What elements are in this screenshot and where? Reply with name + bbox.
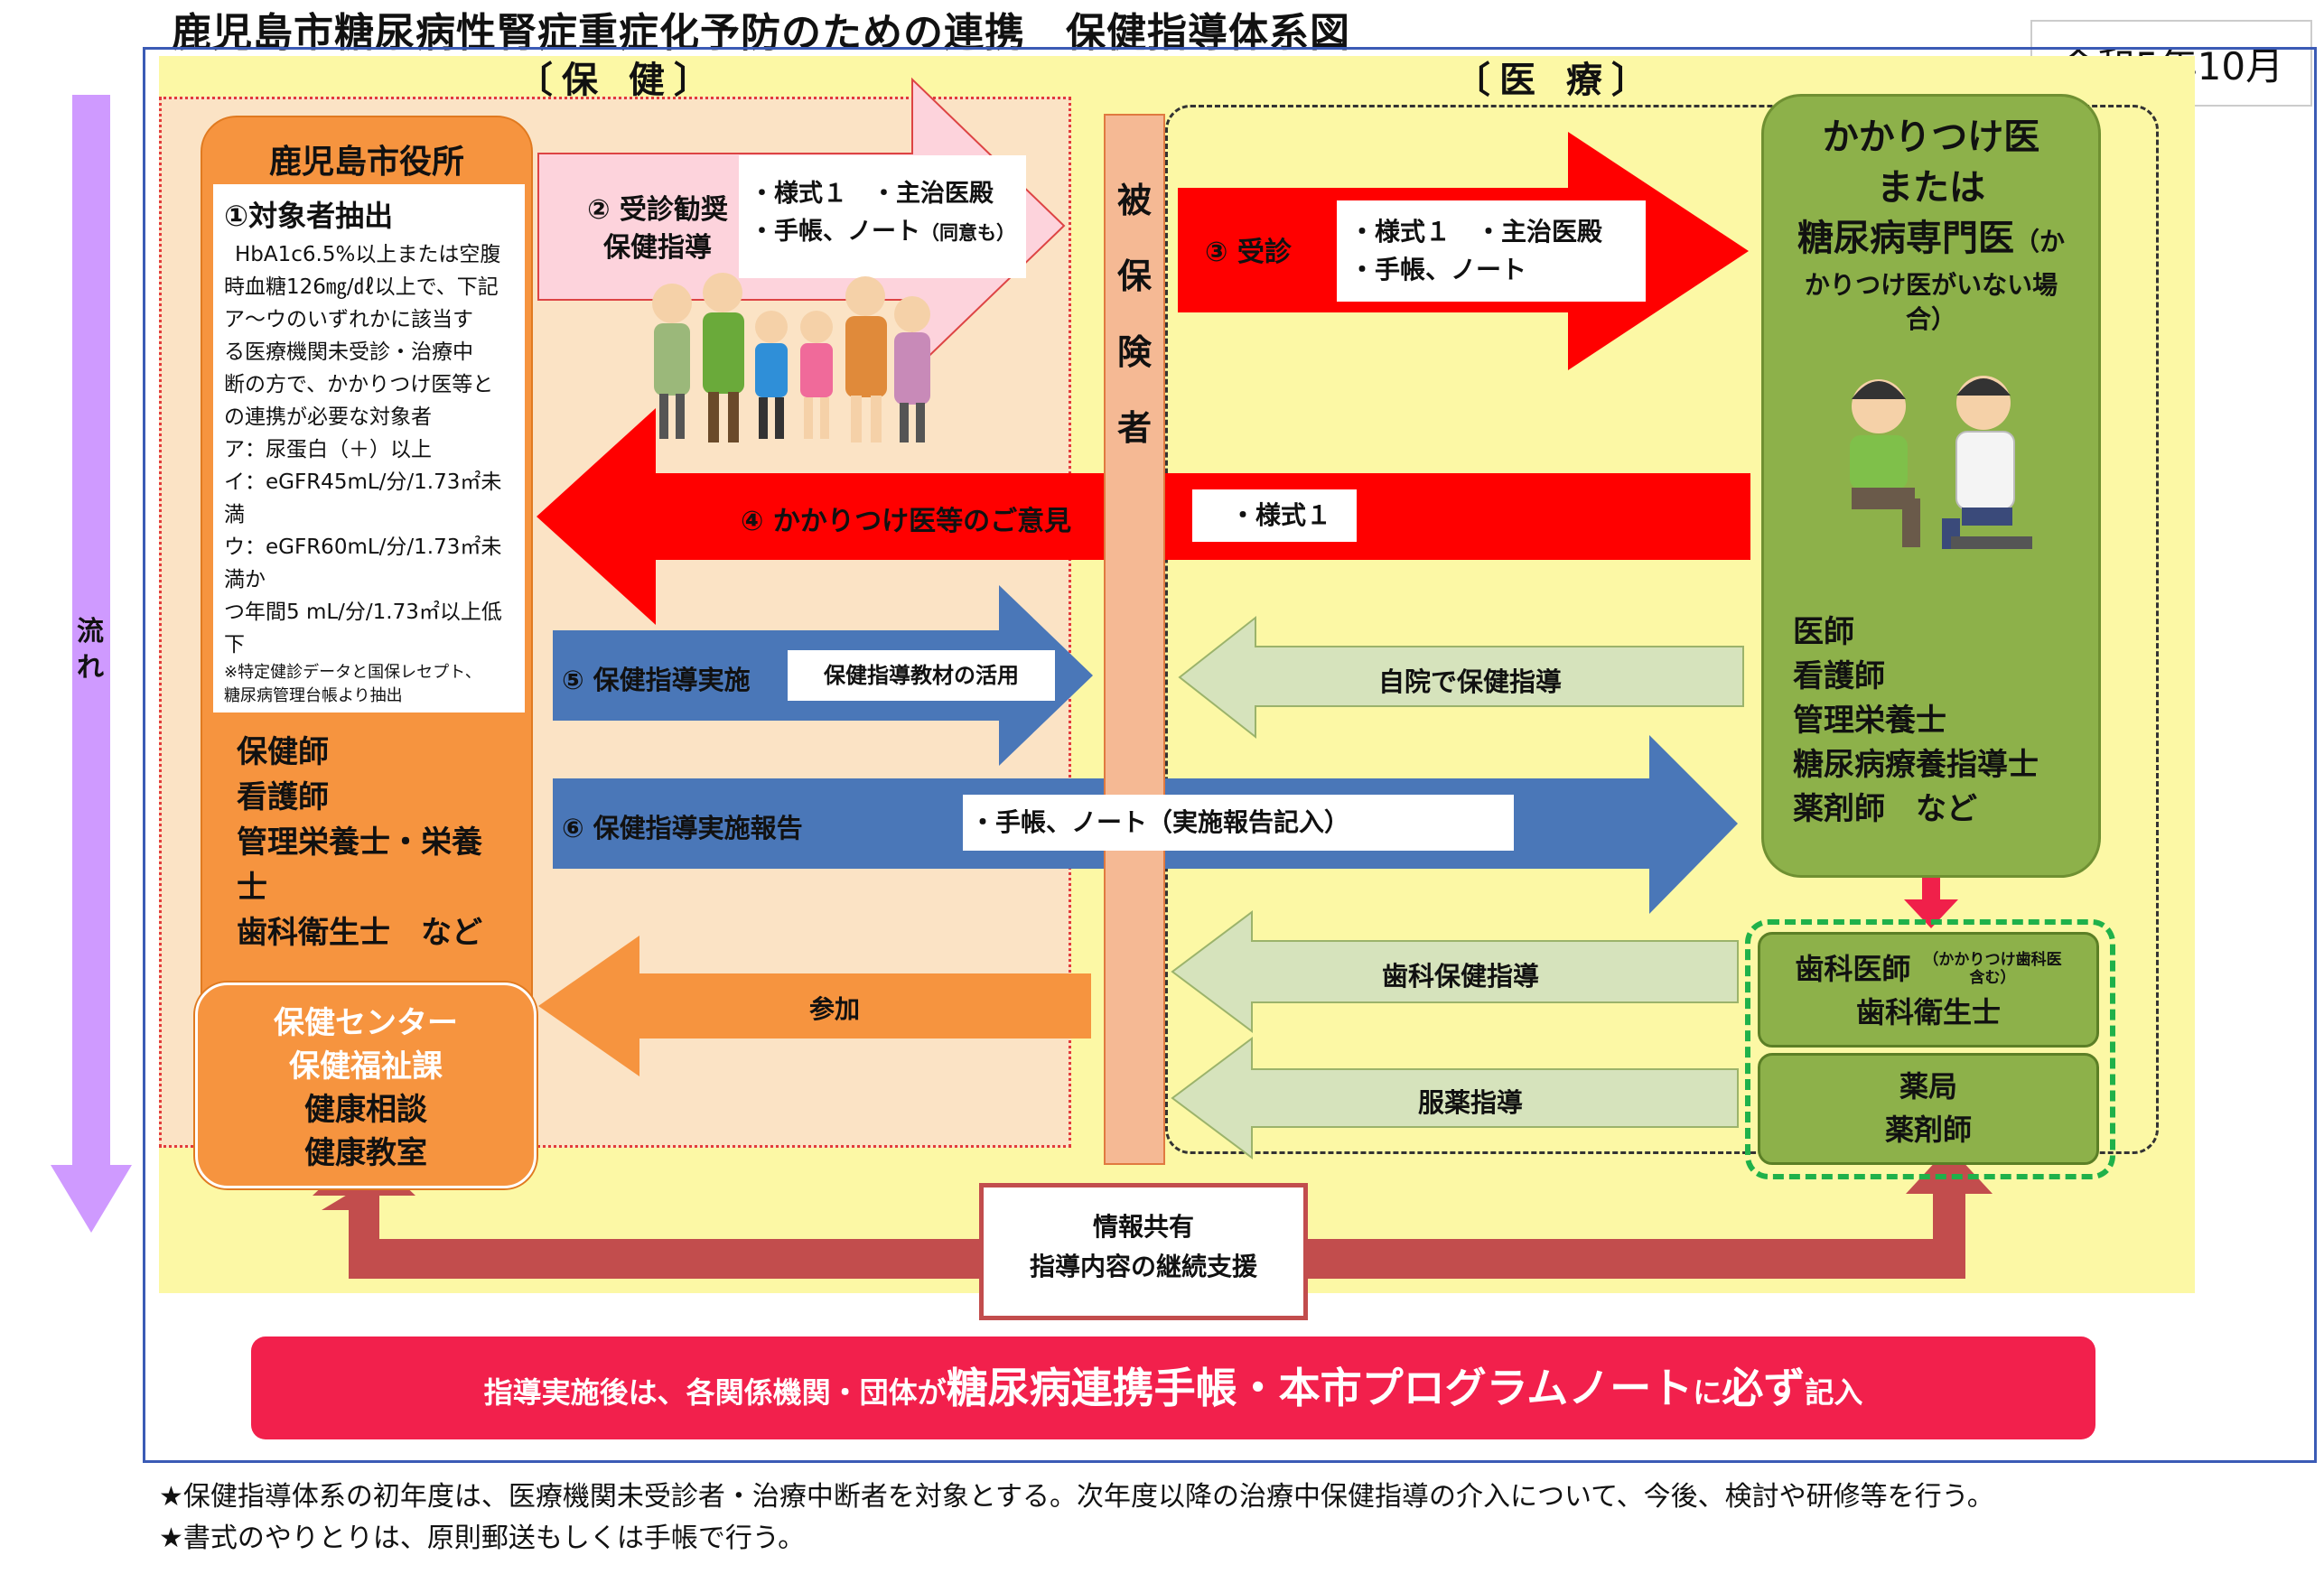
staff-item: 看護師 [1793, 658, 1885, 694]
criteria-line: る医療機関未受診・治療中 [224, 340, 473, 364]
pharmacy-staff: 薬剤師 [1884, 1113, 1972, 1147]
arrow-2-label-line: ② 受診勧奨 [587, 194, 728, 226]
person-icon [755, 311, 788, 439]
arrow-dental-guidance [1171, 910, 1739, 1033]
extraction-note: 糖尿病管理台帳より抽出 [224, 686, 403, 705]
arrow-3-label: ③ 受診 [1205, 237, 1292, 268]
step1-title: ①対象者抽出 [224, 199, 394, 233]
doctor-patient-illustration [1850, 376, 2032, 549]
staff-item: 管理栄養士・栄養 [237, 824, 482, 861]
arrow-3-item: ・手帳、ノート [1349, 255, 1527, 284]
person-icon [800, 311, 833, 439]
criteria-line: ア：尿蛋白（＋）以上 [224, 438, 432, 461]
arrow-5-item: 保健指導教材の活用 [788, 650, 1055, 701]
arrow-4-item: ・様式１ [1192, 489, 1357, 542]
center-name: 保健センター [274, 1005, 458, 1041]
criteria-line: つ年間5 mL/分/1.73㎡以上低下 [224, 601, 502, 657]
record-banner: 指導実施後は、各関係機関・団体が糖尿病連携手帳・本市プログラムノートに必ず記入 [251, 1337, 2095, 1439]
arrow-2-label: ② 受診勧奨 保健指導 [556, 191, 759, 267]
staff-item: 士 [237, 870, 267, 906]
criteria-line: ア～ウのいずれかに該当す [224, 308, 473, 331]
self-guidance-label: 自院で保健指導 [1378, 666, 1563, 697]
info-share-box: 情報共有 指導内容の継続支援 [979, 1183, 1308, 1320]
doctor-title-line: かかりつけ医 [1822, 116, 2040, 158]
criteria-line: イ：eGFR45mL/分/1.73㎡未満 [224, 470, 502, 526]
arrow-4-label: ④ かかりつけ医等のご意見 [741, 506, 1072, 537]
pharmacy-title: 薬局 [1899, 1069, 1957, 1104]
city-hall-title: 鹿児島市役所 [268, 144, 464, 181]
arrow-3-item: ・様式１ ・主治医殿 [1349, 217, 1603, 247]
doctor-sub-line: かりつけ医がいない場 [1804, 270, 2058, 300]
staff-item: 歯科衛生士 など [237, 915, 482, 951]
person-icon [894, 296, 930, 442]
insured-label: 被保険者 [1116, 181, 1152, 448]
staff-item: 薬剤師 など [1793, 791, 1977, 827]
staff-item: 糖尿病療養指導士 [1793, 747, 2039, 783]
arrow-6-item: ・手帳、ノート（実施報告記入） [963, 795, 1514, 851]
arrow-2-item: ・様式１ ・主治医殿 [750, 180, 994, 208]
pharmacy-box: 薬局 薬剤師 [1758, 1053, 2099, 1165]
city-staff-list: 保健師 看護師 管理栄養士・栄養 士 歯科衛生士 など [237, 730, 526, 955]
doctor-sub-line: 合） [1905, 304, 1956, 334]
outer-frame [143, 47, 2317, 1463]
section-label-hoken: 〔保 健〕 [517, 60, 719, 101]
center-service: 健康相談 [304, 1092, 427, 1128]
doctor-title: かかりつけ医 または 糖尿病専門医（か かりつけ医がいない場 合） [1761, 112, 2101, 336]
medication-guidance-label: 服薬指導 [1418, 1087, 1524, 1118]
footnote: ★書式のやりとりは、原則郵送もしくは手帳で行う。 [159, 1523, 806, 1554]
insured-column [1104, 114, 1165, 1165]
footnote: ★保健指導体系の初年度は、医療機関未受診者・治療中断者を対象とする。次年度以降の… [159, 1481, 1994, 1513]
info-share-line: 情報共有 [1092, 1212, 1194, 1242]
arrow-self-guidance [1178, 615, 1744, 740]
criteria-line: 時血糖126㎎/㎗以上で、下記 [224, 275, 499, 299]
staff-item: 看護師 [237, 779, 329, 815]
info-share-arrow [322, 1147, 1993, 1279]
arrow-3-items: ・様式１ ・主治医殿 ・手帳、ノート [1337, 200, 1646, 302]
target-extraction-panel: ①対象者抽出 HbA1c6.5%以上または空腹 時血糖126㎎/㎗以上で、下記 … [213, 184, 525, 712]
doctor-title-line: 糖尿病専門医（か [1797, 218, 2065, 259]
arrow-2-label-line: 保健指導 [603, 232, 712, 264]
flow-label: 流れ [77, 616, 104, 684]
arrow-2-item: ・手帳、ノート（同意も） [750, 218, 1015, 246]
person-icon [652, 284, 692, 439]
arrow-medication-guidance [1171, 1037, 1739, 1160]
staff-item: 医師 [1793, 614, 1854, 650]
patient-icon [1850, 379, 1920, 547]
criteria-line: の連携が必要な対象者 [224, 405, 432, 429]
arrow-5-label: ⑤ 保健指導実施 [562, 665, 751, 695]
dental-note: （かかりつけ歯科医 含む） [1923, 951, 2062, 987]
arrow-participate [538, 936, 1091, 1076]
section-label-iryo: 〔医 療〕 [1454, 60, 1657, 101]
staff-item: 管理栄養士 [1793, 703, 1946, 739]
criteria-line: ウ：eGFR60mL/分/1.73㎡未満か [224, 536, 502, 591]
center-dept: 保健福祉課 [289, 1048, 443, 1085]
doctor-icon [1942, 376, 2032, 549]
criteria-line: HbA1c6.5%以上または空腹 [235, 243, 501, 266]
participate-label: 参加 [809, 994, 861, 1024]
person-icon [703, 273, 744, 442]
doctor-title-line: または [1877, 167, 1985, 209]
dental-pharmacy-group [1745, 919, 2115, 1179]
dental-guidance-label: 歯科保健指導 [1382, 961, 1540, 992]
doctor-panel [1761, 94, 2101, 878]
staff-item: 保健師 [237, 734, 329, 770]
dental-staff: 歯科衛生士 [1855, 995, 2001, 1029]
extraction-note: ※特定健診データと国保レセプト、 [224, 663, 481, 682]
info-share-line: 指導内容の継続支援 [1029, 1252, 1257, 1281]
doctor-staff-list: 医師 看護師 管理栄養士 糖尿病療養指導士 薬剤師 など [1793, 610, 2082, 832]
flow-arrow [51, 95, 132, 1233]
arrow-6-label: ⑥ 保健指導実施報告 [562, 813, 803, 843]
family-illustration [652, 273, 930, 442]
iryo-zone [1165, 105, 2159, 1154]
center-service: 健康教室 [304, 1135, 427, 1171]
health-center-box: 保健センター 保健福祉課 健康相談 健康教室 [195, 983, 537, 1188]
dental-box: 歯科医師 （かかりつけ歯科医 含む） 歯科衛生士 [1758, 932, 2099, 1048]
person-icon [845, 276, 887, 442]
criteria-line: 断の方で、かかりつけ医等と [224, 373, 494, 396]
dental-title: 歯科医師 [1795, 952, 1911, 986]
arrow-2-items: ・様式１ ・主治医殿 ・手帳、ノート（同意も） [739, 155, 1026, 278]
